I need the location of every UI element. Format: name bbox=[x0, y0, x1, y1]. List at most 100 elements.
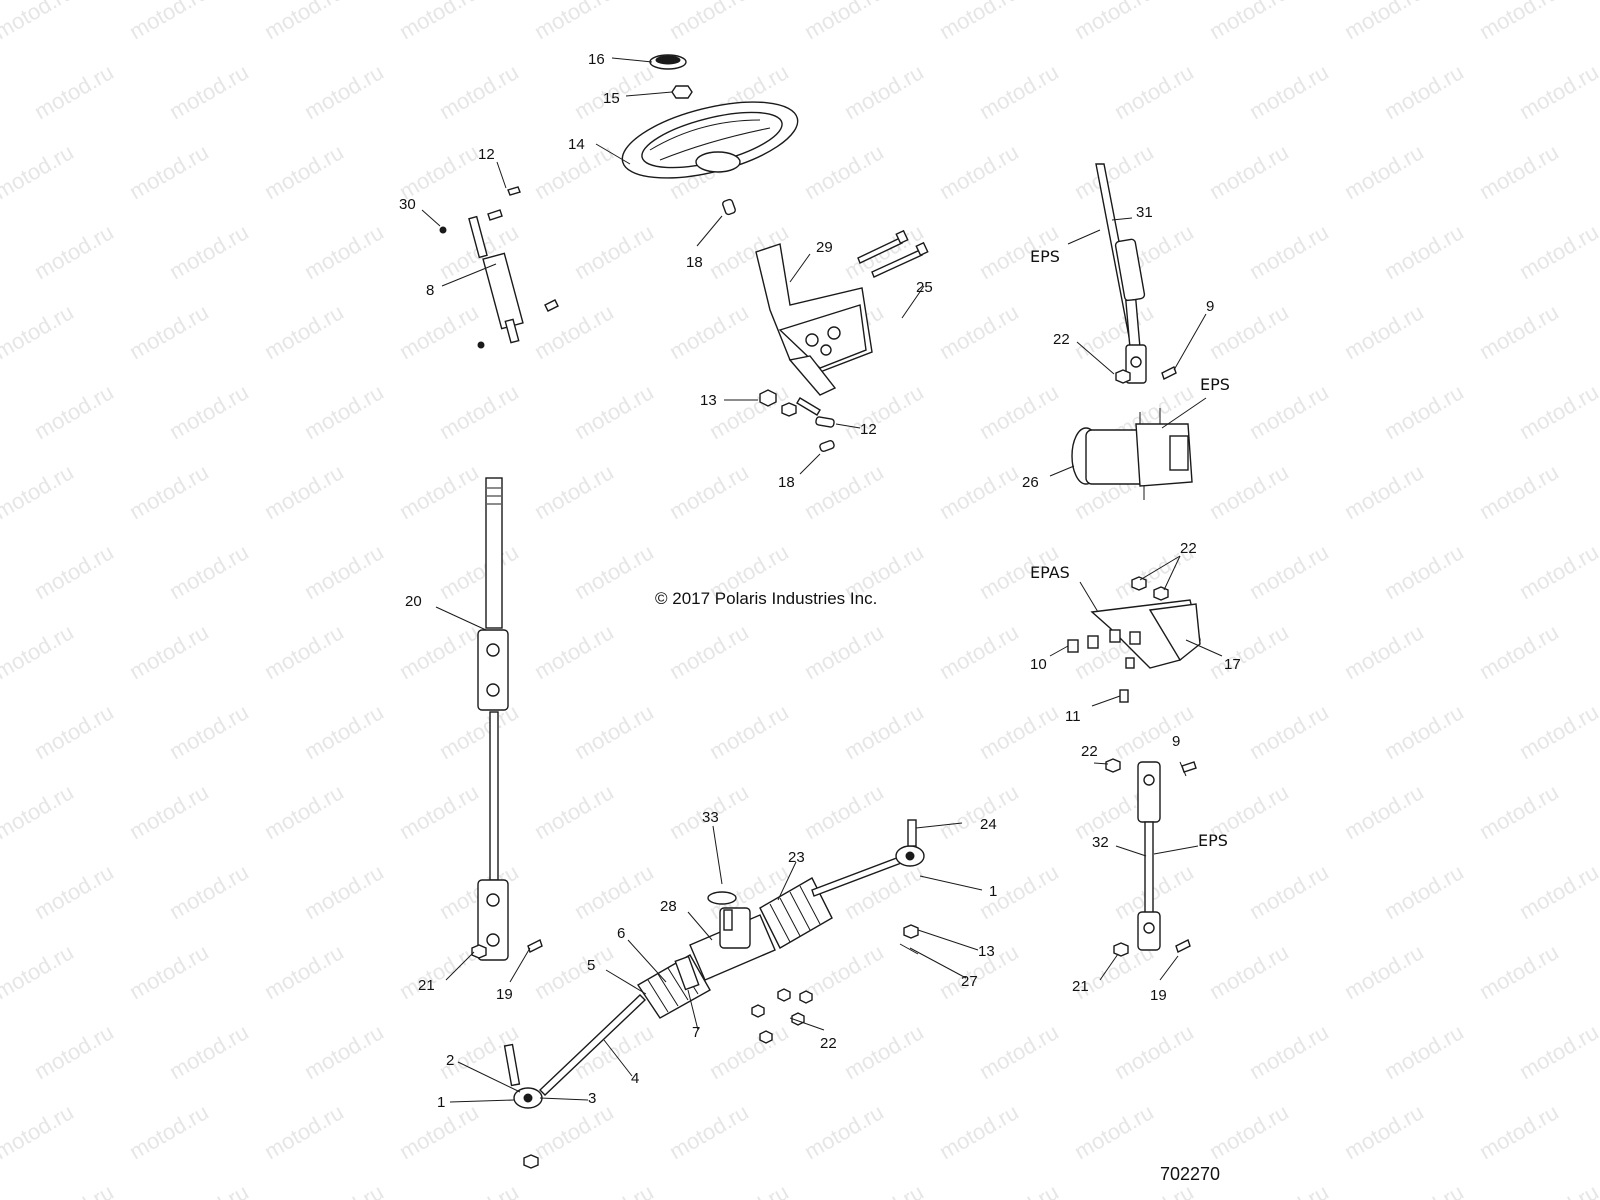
watermark-text: motod.ru bbox=[1475, 779, 1563, 844]
watermark-text: motod.ru bbox=[1245, 219, 1333, 284]
watermark-text: motod.ru bbox=[300, 539, 388, 604]
watermark-text: motod.ru bbox=[435, 59, 523, 124]
callout-26: 26 bbox=[1022, 474, 1039, 491]
watermark-text: motod.ru bbox=[1245, 379, 1333, 444]
gas-strut bbox=[439, 186, 559, 349]
watermark-text: motod.ru bbox=[975, 59, 1063, 124]
watermark-text: motod.ru bbox=[530, 299, 618, 364]
watermark-text: motod.ru bbox=[1205, 1099, 1293, 1164]
watermark-text: motod.ru bbox=[260, 939, 348, 1004]
watermark-text: motod.ru bbox=[530, 0, 618, 44]
watermark-text: motod.ru bbox=[1475, 619, 1563, 684]
watermark-text: motod.ru bbox=[165, 219, 253, 284]
callout-18-lower: 18 bbox=[778, 474, 795, 491]
watermark-text: motod.ru bbox=[1515, 59, 1600, 124]
watermark-text: motod.ru bbox=[395, 939, 483, 1004]
watermark-text: motod.ru bbox=[935, 779, 1023, 844]
watermark-text: motod.ru bbox=[570, 699, 658, 764]
watermark-text: motod.ru bbox=[300, 59, 388, 124]
callout-21-left: 21 bbox=[418, 977, 435, 994]
watermark-text: motod.ru bbox=[800, 0, 888, 44]
watermark-text: motod.ru bbox=[1340, 459, 1428, 524]
watermark-text: motod.ru bbox=[125, 459, 213, 524]
watermark-text: motod.ru bbox=[530, 1099, 618, 1164]
watermark-text: motod.ru bbox=[1205, 459, 1293, 524]
watermark-text: motod.ru bbox=[1380, 1179, 1468, 1200]
watermark-text: motod.ru bbox=[935, 459, 1023, 524]
watermark-text: motod.ru bbox=[435, 379, 523, 444]
bracket-nuts bbox=[759, 389, 797, 417]
callout-15: 15 bbox=[603, 90, 620, 107]
callout-19-right: 19 bbox=[1150, 987, 1167, 1004]
watermark-text: motod.ru bbox=[30, 1019, 118, 1084]
callout-8: 8 bbox=[426, 282, 434, 299]
watermark-text: motod.ru bbox=[260, 139, 348, 204]
callout-9-lower: 9 bbox=[1172, 733, 1180, 750]
callout-16: 16 bbox=[588, 51, 605, 68]
watermark-text: motod.ru bbox=[530, 619, 618, 684]
watermark-text: motod.ru bbox=[1515, 219, 1600, 284]
watermark-text: motod.ru bbox=[395, 299, 483, 364]
callout-28: 28 bbox=[660, 898, 677, 915]
callout-12-upper: 12 bbox=[478, 146, 495, 163]
callout-19-left: 19 bbox=[496, 986, 513, 1003]
watermark-text: motod.ru bbox=[705, 1179, 793, 1200]
callout-18-upper: 18 bbox=[686, 254, 703, 271]
watermark-text: motod.ru bbox=[165, 699, 253, 764]
watermark-text: motod.ru bbox=[300, 1019, 388, 1084]
watermark-text: motod.ru bbox=[1245, 1019, 1333, 1084]
callout-22-epas: 22 bbox=[1180, 540, 1197, 557]
watermark-text: motod.ru bbox=[1205, 0, 1293, 44]
watermark-text: motod.ru bbox=[125, 0, 213, 44]
watermark-text: motod.ru bbox=[435, 539, 523, 604]
watermark-text: motod.ru bbox=[1340, 0, 1428, 44]
watermark-text: motod.ru bbox=[705, 379, 793, 444]
watermark-text: motod.ru bbox=[1380, 379, 1468, 444]
watermark-text: motod.ru bbox=[1515, 539, 1600, 604]
watermark-text: motod.ru bbox=[975, 379, 1063, 444]
watermark-text: motod.ru bbox=[800, 139, 888, 204]
watermark-text: motod.ru bbox=[1515, 1179, 1600, 1200]
watermark-text: motod.ru bbox=[1340, 619, 1428, 684]
watermark-text: motod.ru bbox=[300, 1179, 388, 1200]
watermark-text: motod.ru bbox=[165, 539, 253, 604]
callout-25: 25 bbox=[916, 279, 933, 296]
callout-2: 2 bbox=[446, 1052, 454, 1069]
watermark-text: motod.ru bbox=[30, 59, 118, 124]
callout-22-rack: 22 bbox=[820, 1035, 837, 1052]
watermark-text: motod.ru bbox=[935, 139, 1023, 204]
watermark-text: motod.ru bbox=[1475, 939, 1563, 1004]
watermark-text: motod.ru bbox=[1205, 139, 1293, 204]
watermark-text: motod.ru bbox=[1380, 859, 1468, 924]
watermark-text: motod.ru bbox=[665, 619, 753, 684]
watermark-text: motod.ru bbox=[1515, 379, 1600, 444]
watermark-text: motod.ru bbox=[935, 299, 1023, 364]
watermark-text: motod.ru bbox=[840, 699, 928, 764]
callout-33: 33 bbox=[702, 809, 719, 826]
callout-1-left: 1 bbox=[437, 1094, 445, 1111]
watermark-text: motod.ru bbox=[665, 459, 753, 524]
watermark-text: motod.ru bbox=[935, 0, 1023, 44]
watermark-text: motod.ru bbox=[1340, 779, 1428, 844]
leader-lines bbox=[421, 57, 1223, 1103]
watermark-text: motod.ru bbox=[260, 1099, 348, 1164]
callout-13-upper: 13 bbox=[700, 392, 717, 409]
callout-17: 17 bbox=[1224, 656, 1241, 673]
callout-1-right: 1 bbox=[989, 883, 997, 900]
callout-13-lower: 13 bbox=[978, 943, 995, 960]
steering-wheel bbox=[621, 101, 799, 179]
watermark-text: motod.ru bbox=[395, 139, 483, 204]
watermark-text: motod.ru bbox=[125, 139, 213, 204]
watermark-text: motod.ru bbox=[0, 459, 78, 524]
callout-27: 27 bbox=[961, 973, 978, 990]
watermark-text: motod.ru bbox=[665, 0, 753, 44]
watermark-text: motod.ru bbox=[975, 699, 1063, 764]
watermark-text: motod.ru bbox=[125, 779, 213, 844]
watermark-text: motod.ru bbox=[165, 859, 253, 924]
watermark-text: motod.ru bbox=[1245, 859, 1333, 924]
watermark-text: motod.ru bbox=[665, 299, 753, 364]
watermark-text: motod.ru bbox=[935, 1099, 1023, 1164]
epas-tag-bracket: EPAS bbox=[1030, 563, 1070, 582]
watermark-text: motod.ru bbox=[260, 299, 348, 364]
watermark-text: motod.ru bbox=[1070, 0, 1158, 44]
